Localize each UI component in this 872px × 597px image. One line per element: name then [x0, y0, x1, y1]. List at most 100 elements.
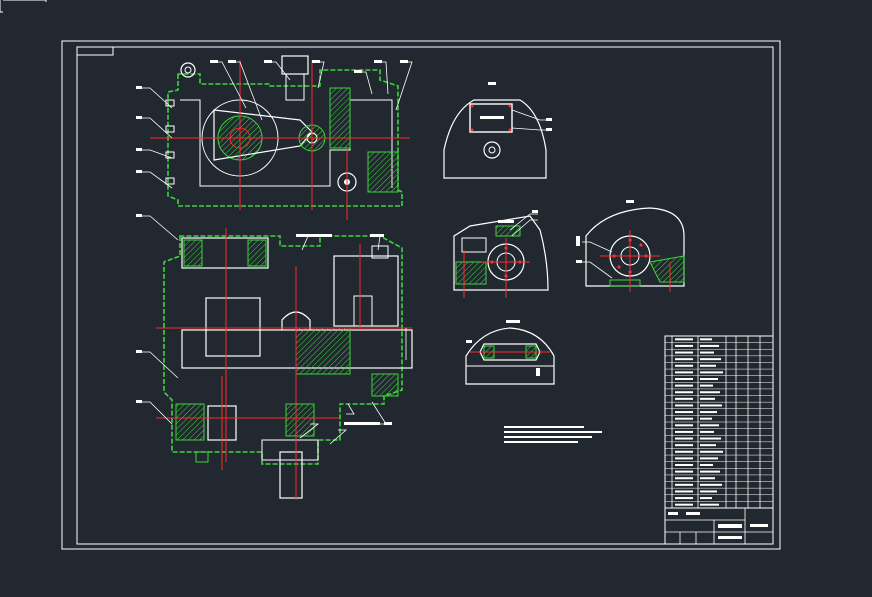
top-left-label-box	[76, 46, 114, 56]
side-c-flange-bolts	[612, 238, 648, 274]
top-shaft-body	[295, 327, 351, 375]
front-centerlines	[150, 60, 410, 220]
front-housing-outline	[167, 69, 403, 207]
top-gear-block	[205, 297, 261, 357]
parts-list-row-text	[700, 503, 719, 506]
title-block-frame	[664, 507, 774, 545]
front-breather-cap	[285, 73, 305, 101]
parts-list-row-code	[675, 344, 693, 347]
detail-outline	[465, 327, 555, 385]
front-lifting-eye	[180, 62, 196, 78]
parts-list-row-text	[700, 358, 721, 361]
side-a-ticks	[488, 82, 552, 131]
viewport-corner-marker	[0, 0, 47, 13]
parts-list-row-code	[675, 464, 693, 466]
front-left-bolts	[165, 99, 175, 185]
top-foot-left	[195, 451, 209, 463]
top-output-shaft	[279, 451, 303, 499]
side-c-ticks	[576, 200, 634, 263]
parts-list-row-text	[700, 444, 716, 447]
parts-list-row-code	[675, 457, 693, 460]
parts-list-rows	[665, 338, 773, 506]
parts-list-row-code	[675, 364, 693, 367]
parts-list-columns	[671, 336, 761, 508]
top-balloon-ticks	[136, 214, 392, 425]
parts-list-row-text	[700, 338, 712, 341]
parts-list-row-text	[700, 371, 723, 374]
title-block[interactable]	[664, 507, 774, 545]
detail-view[interactable]	[465, 320, 555, 385]
parts-list-row-code	[675, 384, 693, 387]
parts-list-row-text	[700, 344, 719, 347]
parts-list-row-text	[700, 464, 713, 466]
top-housing-outline	[163, 235, 403, 465]
parts-list-row-code	[675, 437, 693, 440]
parts-list-row-code	[675, 397, 693, 400]
parts-list[interactable]	[664, 335, 774, 509]
parts-list-row-code	[675, 444, 693, 447]
side-b-ticks	[498, 210, 538, 223]
side-b-hatch-top	[495, 225, 521, 237]
side-c-centerlines	[600, 230, 671, 292]
parts-list-row-text	[700, 404, 722, 407]
parts-list-row-code	[675, 391, 693, 394]
parts-list-row-code	[675, 351, 693, 354]
detail-ticks	[466, 320, 540, 376]
parts-list-row-text	[700, 457, 718, 460]
side-a-outline	[443, 99, 547, 179]
parts-list-row-text	[700, 411, 717, 414]
side-view-c[interactable]	[576, 200, 685, 292]
side-a-cover-slot	[480, 116, 504, 119]
side-a-leaders	[511, 109, 546, 131]
parts-list-row-text	[700, 417, 712, 420]
top-hatch-right-wall	[371, 373, 399, 397]
top-output-coupling	[261, 439, 319, 461]
parts-list-row-text	[700, 430, 714, 433]
side-b-hatch-bottom	[455, 261, 487, 285]
parts-list-row-code	[675, 378, 693, 380]
parts-list-row-code	[675, 404, 693, 407]
parts-list-row-code	[675, 371, 693, 374]
front-section-view[interactable]	[136, 55, 413, 220]
parts-list-row-text	[700, 424, 719, 427]
parts-list-row-code	[675, 497, 693, 500]
parts-list-row-text	[700, 391, 720, 394]
top-bearing-left-hatch	[183, 239, 203, 267]
top-lower-bearing-right	[285, 403, 315, 437]
side-c-hatch	[649, 255, 685, 283]
parts-list-row-code	[675, 358, 693, 361]
side-a-shaft-core	[488, 146, 496, 154]
title-block-grid	[665, 508, 773, 544]
side-c-leaders	[582, 241, 613, 279]
side-b-boss	[461, 237, 487, 253]
front-breather	[281, 55, 309, 75]
parts-list-row-code	[675, 417, 693, 420]
front-balloon-ticks	[136, 60, 408, 173]
title-block-text-marks	[668, 512, 768, 539]
front-hatch-right	[367, 151, 399, 193]
parts-list-row-text	[700, 497, 712, 500]
top-right-cap	[371, 245, 389, 259]
parts-list-row-code	[675, 424, 693, 427]
top-section-view[interactable]	[136, 214, 413, 500]
top-lower-bearing-left	[175, 403, 205, 441]
outer-border	[61, 40, 781, 550]
parts-list-row-text	[700, 450, 723, 453]
top-right-inner	[353, 295, 373, 327]
side-view-b[interactable]	[453, 210, 549, 298]
parts-list-row-code	[675, 338, 693, 341]
side-view-a[interactable]	[443, 82, 552, 179]
parts-list-row-text	[700, 477, 715, 480]
parts-list-row-text	[700, 397, 715, 400]
parts-list-row-text	[700, 470, 720, 473]
parts-list-row-code	[675, 470, 693, 473]
parts-list-row-text	[700, 364, 716, 367]
side-a-inspection-cover	[469, 103, 513, 133]
parts-list-row-text	[700, 483, 722, 486]
parts-list-row-code	[675, 503, 693, 506]
top-right-compartment	[333, 255, 399, 327]
front-hatch-top	[329, 87, 351, 149]
side-b-leaders	[509, 213, 538, 237]
